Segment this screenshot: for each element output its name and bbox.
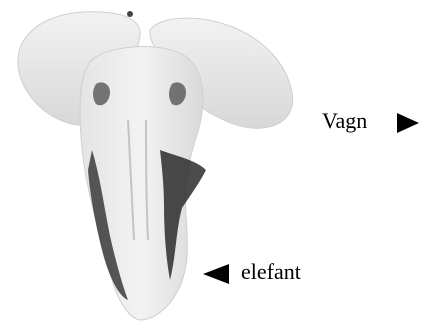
- head-top-mark: [127, 11, 133, 17]
- left-arrow-icon: [203, 264, 229, 284]
- label-vagn: Vagn: [322, 110, 367, 132]
- right-arrow-icon: [397, 113, 419, 133]
- label-elefant: elefant: [241, 261, 301, 283]
